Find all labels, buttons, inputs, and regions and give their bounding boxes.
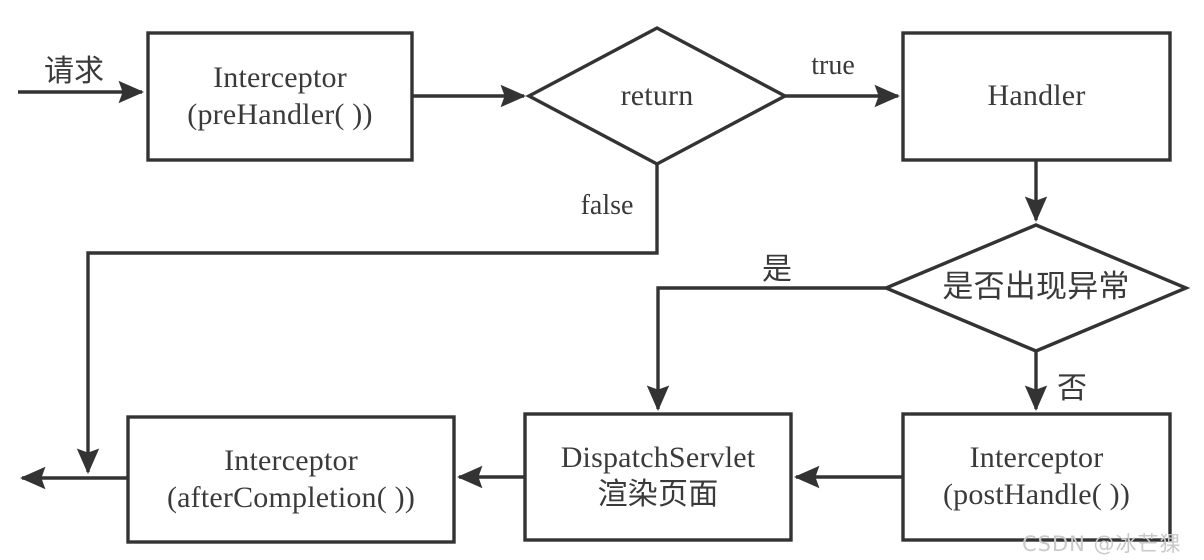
node-handler [901,31,1172,162]
edge-return-false-to-after-completion [76,164,659,475]
node-dispatch-servlet [523,412,793,542]
node-pre-handler [146,31,414,162]
node-post-handle [901,412,1172,542]
edge-label-yes: 是 [762,252,792,287]
edge-exception-yes-to-dispatch-servlet [646,286,886,412]
csdn-watermark: CSDN @冰芒猓 [1022,532,1182,556]
node-return-decision [525,26,789,166]
edge-label-true: true [811,50,855,81]
node-after-completion [126,415,456,544]
edge-label-false: false [580,190,634,221]
edge-label-no: 否 [1057,371,1087,406]
edge-label-request: 请求 [44,54,104,89]
node-exception-decision [881,223,1191,353]
